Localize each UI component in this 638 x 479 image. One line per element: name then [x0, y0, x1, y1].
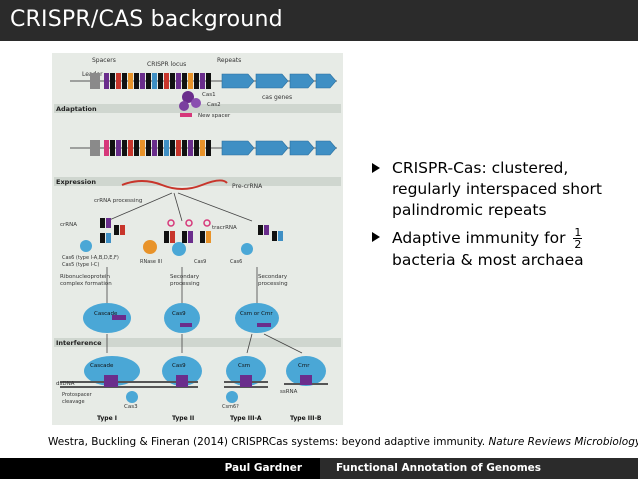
bullet-list: CRISPR-Cas: clustered, regularly intersp… — [370, 158, 630, 277]
expression-band — [54, 177, 341, 186]
label-tracrrna: tracrRNA — [212, 225, 237, 231]
processing-arrows — [106, 192, 253, 222]
cas-gene-arrows-2 — [221, 140, 337, 156]
citation-text: Westra, Buckling & Fineran (2014) CRISPR… — [48, 436, 486, 448]
footer-title-box: Functional Annotation of Genomes — [320, 458, 638, 479]
label-crispr-locus: CRISPR locus — [147, 61, 186, 68]
label-type1: Type I — [97, 415, 117, 422]
footer-author-box: Paul Gardner — [0, 458, 320, 479]
footer-bar: Paul Gardner Functional Annotation of Ge… — [0, 458, 638, 479]
label-secondary-c: Secondary — [258, 274, 288, 280]
label-cas6: Cas6 — [230, 259, 242, 265]
locus2-spacer-array — [104, 140, 211, 156]
complexes-row2 — [60, 356, 328, 403]
down-arrows-2 — [106, 333, 303, 354]
label-type2: Type II — [172, 415, 194, 422]
label-cas9-complex: Cas9 — [172, 311, 186, 317]
bullet-marker-icon — [372, 163, 380, 173]
label-new-spacer: New spacer — [198, 113, 231, 119]
label-repeats: Repeats — [217, 57, 241, 64]
interference-band — [54, 338, 341, 347]
label-spacers: Spacers — [92, 57, 116, 64]
label-adaptation: Adaptation — [56, 105, 97, 113]
label-rnp-1: Ribonucleoprotein — [60, 274, 111, 280]
bullet-crispr-definition: CRISPR-Cas: clustered, regularly intersp… — [370, 158, 630, 221]
label-cas2: Cas2 — [207, 102, 221, 108]
label-cmr: Cmr — [298, 363, 310, 369]
fraction-one-half: 1 2 — [573, 226, 583, 251]
cas6-protein — [80, 240, 92, 252]
label-cas9: Cas9 — [194, 259, 206, 265]
cas1-cas2-complex — [179, 91, 201, 111]
leader2-block — [90, 140, 100, 156]
label-secondary-a: Secondary — [170, 274, 200, 280]
bullet-adaptive-immunity: Adaptive immunity for 1 2 bacteria & mos… — [370, 227, 630, 271]
bullet-marker-icon — [372, 232, 380, 242]
fraction-denominator: 2 — [574, 238, 582, 251]
label-expression: Expression — [56, 178, 96, 186]
footer-author: Paul Gardner — [224, 462, 302, 474]
bullet-2-prefix: Adaptive immunity for — [392, 229, 566, 247]
label-rnp-2: complex formation — [60, 281, 112, 287]
label-cas6-type1: Cas6 (type I-A,B,D,E,F) — [62, 255, 119, 261]
title-bar: CRISPR/CAS background — [0, 0, 638, 41]
label-cascade-2: Cascade — [90, 363, 114, 369]
adaptation-band — [54, 104, 341, 113]
fraction-numerator: 1 — [573, 226, 583, 239]
type2-processing — [143, 219, 211, 256]
label-interference: Interference — [56, 339, 102, 347]
footer-talk-title: Functional Annotation of Genomes — [336, 462, 542, 474]
label-cas3: Cas3 — [124, 404, 138, 410]
label-cas5-type1: Cas5 (type I-C) — [62, 262, 99, 268]
label-type3b: Type III-B — [290, 415, 322, 422]
type3-processing — [241, 225, 283, 255]
label-dsdna: dsDNA — [56, 381, 75, 387]
label-csm: Csm — [238, 363, 250, 369]
label-cascade: Cascade — [94, 311, 118, 317]
crispr-figure: Spacers Leader CRISPR locus Repeats cas … — [52, 53, 343, 425]
label-crrna-processing: crRNA processing — [94, 198, 142, 204]
label-type3a: Type III-A — [230, 415, 262, 422]
label-protospacer-2: cleavage — [62, 399, 85, 405]
label-ssrna: ssRNA — [280, 389, 298, 395]
label-cas-genes: cas genes — [262, 94, 292, 101]
citation: Westra, Buckling & Fineran (2014) CRISPR… — [48, 436, 638, 448]
complexes-row1 — [83, 303, 279, 333]
pre-crrna-strand — [121, 179, 228, 190]
slide-title: CRISPR/CAS background — [10, 7, 283, 32]
down-arrows-1 — [106, 267, 258, 303]
locus-spacer-array — [104, 73, 211, 89]
new-spacer-block — [180, 113, 192, 117]
label-protospacer-1: Protospacer — [62, 392, 93, 398]
crrna-fragments-type1 — [100, 218, 125, 243]
label-cas1: Cas1 — [202, 92, 216, 98]
label-secondary-d: processing — [258, 281, 288, 287]
label-crrna: crRNA — [60, 222, 77, 228]
bullet-2-suffix: bacteria & most archaea — [392, 251, 584, 269]
citation-journal: Nature Reviews Microbiology. — [488, 436, 638, 448]
bullet-1-text: CRISPR-Cas: clustered, regularly intersp… — [392, 159, 602, 219]
label-cas9-2: Cas9 — [172, 363, 186, 369]
leader-block — [90, 73, 100, 89]
label-pre-crrna: Pre-crRNA — [232, 183, 263, 190]
cas-gene-arrows — [221, 73, 337, 89]
label-secondary-b: processing — [170, 281, 200, 287]
label-csm-or-cmr: Csm or Cmr — [240, 311, 273, 317]
label-csm6: Csm6? — [222, 404, 239, 410]
label-rnase3: RNase III — [140, 259, 162, 265]
crispr-diagram: Spacers Leader CRISPR locus Repeats cas … — [54, 57, 341, 422]
